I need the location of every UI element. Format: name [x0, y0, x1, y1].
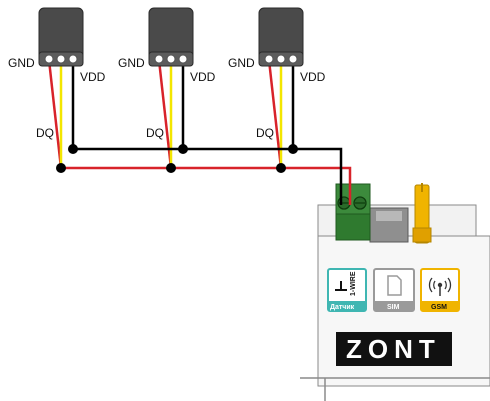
- sensor-pin-1: [264, 54, 274, 64]
- sensor-pin-1: [44, 54, 54, 64]
- port-wire-label: 1-WIRE: [350, 271, 357, 297]
- sensor-pin-3: [288, 54, 298, 64]
- gnd-wire: [267, 59, 283, 169]
- vdd-junction: [68, 144, 78, 154]
- gnd-label-2: GND: [118, 56, 145, 70]
- sensor-pin-3: [68, 54, 78, 64]
- gnd-junction: [276, 163, 286, 173]
- temperature-sensor-2: [148, 7, 194, 169]
- gnd-label-3: GND: [228, 56, 255, 70]
- sensor-pin-3: [178, 54, 188, 64]
- junction-dots: [56, 144, 298, 173]
- ground-icon: [335, 281, 347, 291]
- dq-label-2: DQ: [146, 126, 164, 140]
- vdd-junction: [178, 144, 188, 154]
- dq-label-3: DQ: [256, 126, 274, 140]
- port-sensor-1wire: [327, 268, 367, 312]
- gnd-junction: [166, 163, 176, 173]
- port-gsm: [420, 268, 460, 312]
- terminal-block: [335, 183, 371, 241]
- gnd-wire: [47, 59, 63, 169]
- dq-label-1: DQ: [36, 126, 54, 140]
- sim-card-icon: [387, 275, 402, 296]
- temperature-sensor-1: [38, 7, 84, 169]
- vdd-label-3: VDD: [300, 70, 326, 84]
- gnd-label-1: GND: [8, 56, 35, 70]
- antenna-icon: [412, 183, 432, 244]
- sim-connector-slot: [376, 211, 402, 221]
- vdd-label-1: VDD: [80, 70, 106, 84]
- vdd-junction: [288, 144, 298, 154]
- sensor-pin-2: [166, 54, 176, 64]
- port-sensor-label: Датчик: [330, 304, 355, 311]
- gnd-junction: [56, 163, 66, 173]
- vdd-label-2: VDD: [190, 70, 216, 84]
- zont-logo: ZONT: [346, 334, 441, 364]
- gnd-bus-wire: [61, 166, 352, 205]
- port-sim-label: SIM: [387, 304, 400, 311]
- logo-plate: [336, 332, 452, 366]
- wireless-signal-icon: [428, 277, 452, 296]
- sensor-pin-2: [276, 54, 286, 64]
- port-sim: [373, 268, 415, 312]
- bus-wires: [61, 147, 352, 205]
- vdd-bus-wire: [73, 147, 343, 205]
- temperature-sensor-3: [258, 7, 304, 169]
- sensor-pin-2: [56, 54, 66, 64]
- gnd-wire: [157, 59, 173, 169]
- port-gsm-label: GSM: [431, 304, 447, 311]
- controller-device: [300, 183, 490, 401]
- sensor-pin-1: [154, 54, 164, 64]
- sensor-group: [38, 7, 304, 169]
